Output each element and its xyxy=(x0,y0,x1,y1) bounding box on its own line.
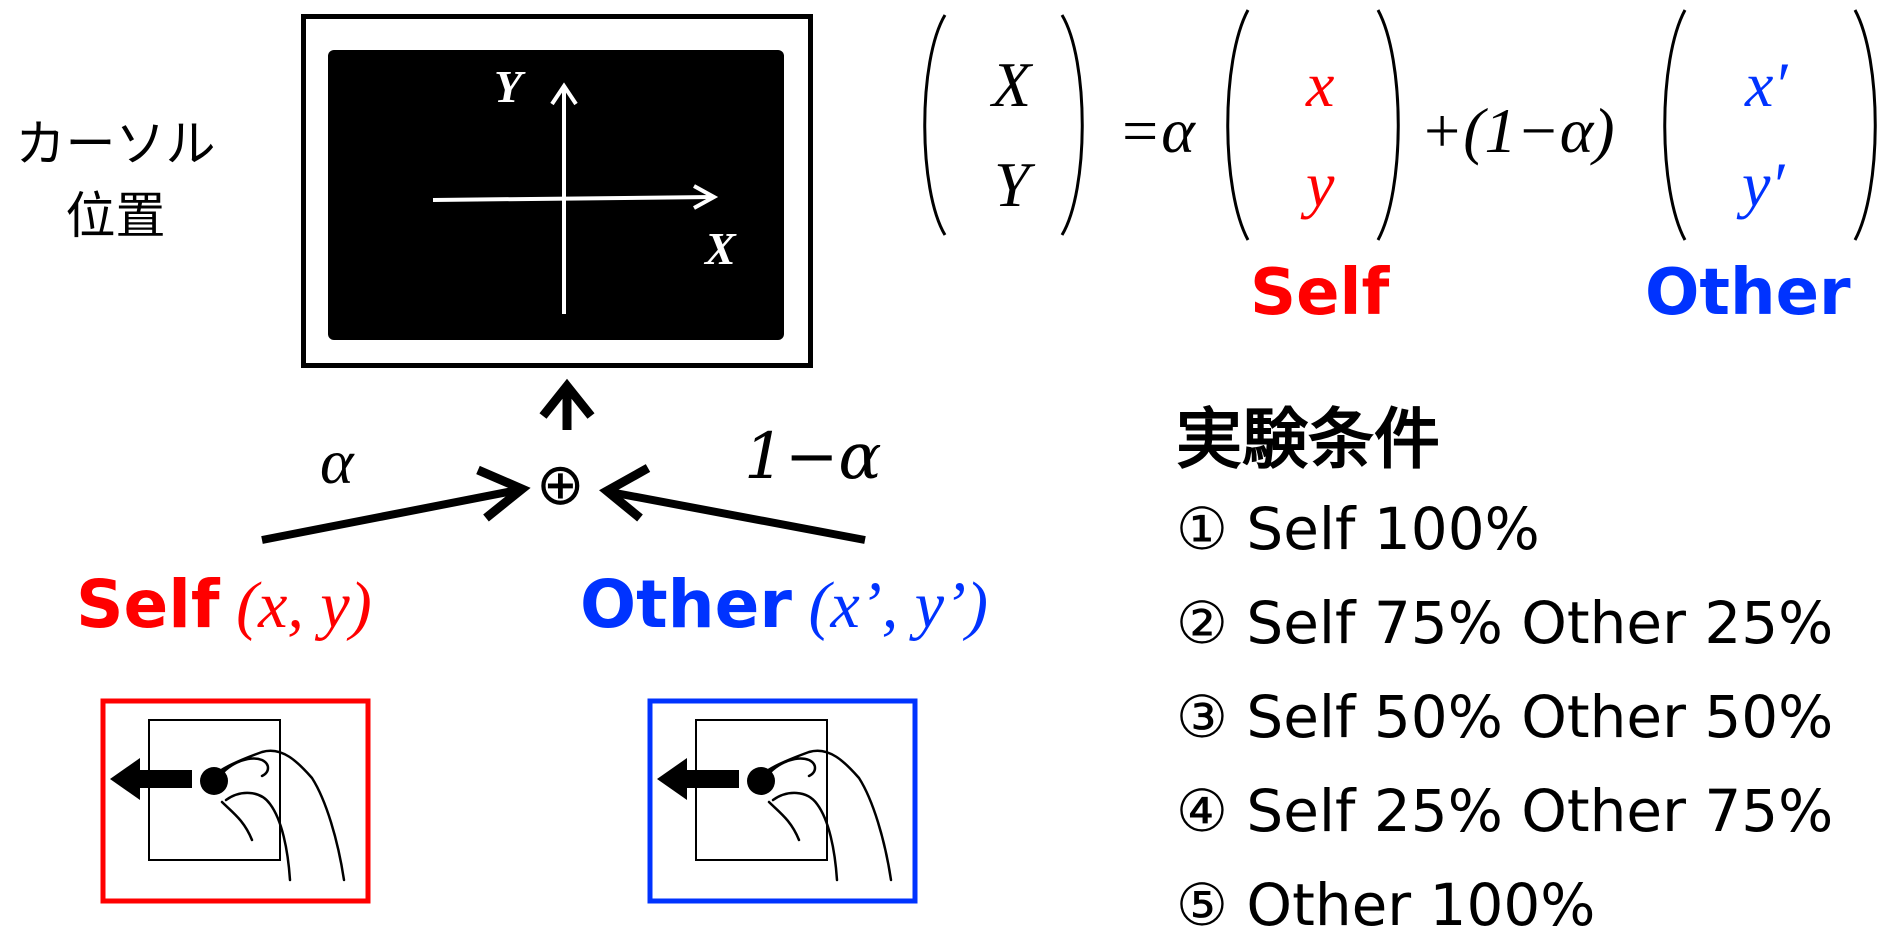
screen-y-label: Y xyxy=(494,61,523,112)
y-axis-arrowhead xyxy=(550,82,578,106)
self-coords: (x, y) xyxy=(236,569,372,642)
eq-other-x: x′ xyxy=(1745,49,1788,120)
alpha-label: α xyxy=(320,426,354,497)
eq-other-caption: Other xyxy=(1645,256,1851,330)
other-hand-box xyxy=(647,698,918,904)
other-coords: (x’, y’) xyxy=(808,569,988,642)
other-arrow xyxy=(599,464,866,544)
equation-parentheses xyxy=(923,9,1877,241)
eq-lhs-y: Y xyxy=(994,149,1030,220)
eq-plus-one-minus-alpha: +(1−α) xyxy=(1420,95,1615,166)
eq-lhs-x: X xyxy=(992,49,1032,120)
condition-item-2: ② Self 75% Other 25% xyxy=(1176,589,1834,657)
conditions-list: ① Self 100% ② Self 75% Other 25% ③ Self … xyxy=(1176,482,1833,952)
condition-item-5: ⑤ Other 100% xyxy=(1176,871,1596,939)
sum-symbol: ⊕ xyxy=(536,450,585,518)
cursor-position-label: カーソル 位置 xyxy=(8,108,223,252)
one-minus-alpha-label: 1−α xyxy=(744,420,882,494)
screen-x-label: X xyxy=(705,223,736,274)
self-hand-box xyxy=(100,698,371,904)
eq-other-y: y′ xyxy=(1742,149,1785,220)
condition-item-4: ④ Self 25% Other 75% xyxy=(1176,777,1834,845)
self-input-label: Self (x, y) xyxy=(76,566,372,644)
eq-self-x: x xyxy=(1306,49,1335,120)
other-input-label: Other (x’, y’) xyxy=(580,566,988,644)
cursor-label-line1: カーソル xyxy=(15,115,216,173)
eq-self-y: y xyxy=(1306,149,1335,220)
screen-axes xyxy=(432,82,719,314)
cursor-label-line2: 位置 xyxy=(65,187,166,245)
conditions-title: 実験条件 xyxy=(1176,401,1440,478)
self-name: Self xyxy=(76,566,220,643)
eq-self-caption: Self xyxy=(1250,256,1390,330)
other-name: Other xyxy=(580,566,792,643)
up-arrow xyxy=(539,378,595,430)
x-axis-arrowhead xyxy=(693,184,719,210)
diagram-graphics xyxy=(100,9,1877,904)
x-axis-line xyxy=(432,195,713,202)
screen-frame xyxy=(301,14,813,368)
self-arrow xyxy=(261,465,531,544)
eq-equals-alpha: =α xyxy=(1118,95,1195,166)
condition-item-3: ③ Self 50% Other 50% xyxy=(1176,683,1834,751)
condition-item-1: ① Self 100% xyxy=(1176,495,1540,563)
